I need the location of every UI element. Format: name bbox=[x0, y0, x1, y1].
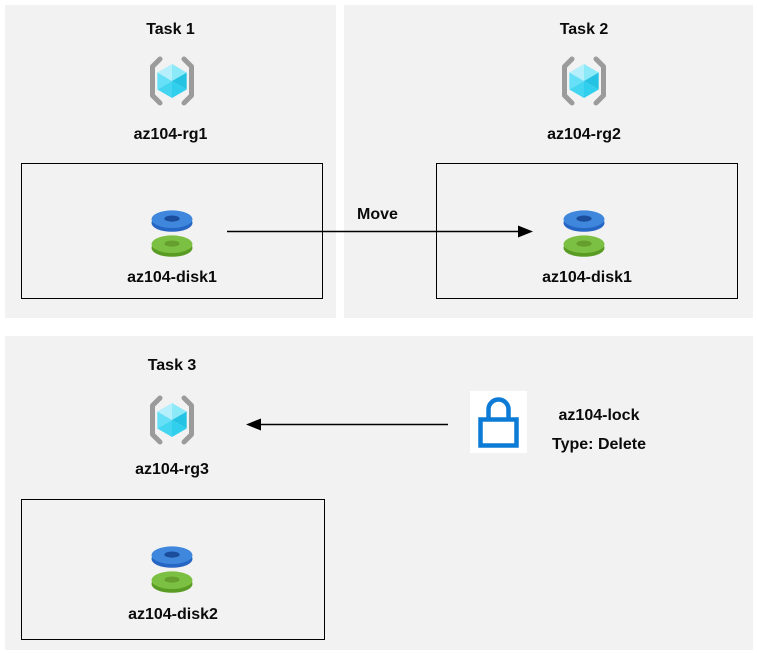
move-arrow-icon bbox=[227, 225, 533, 238]
lock-icon bbox=[470, 391, 527, 452]
move-arrow-label: Move bbox=[357, 206, 398, 223]
disk-icon bbox=[151, 546, 193, 593]
task1-disk-label: az104-disk1 bbox=[127, 269, 217, 286]
disk-icon bbox=[151, 210, 193, 257]
task1-title: Task 1 bbox=[146, 21, 195, 38]
task2-title: Task 2 bbox=[559, 21, 609, 38]
task2-resource-group-label: az104-rg2 bbox=[547, 126, 621, 143]
task3-title: Task 3 bbox=[147, 357, 197, 374]
task2-panel: Task 2 az104-rg2 az104-disk1 bbox=[344, 5, 753, 318]
task1-resource-group-label: az104-rg1 bbox=[133, 126, 208, 143]
resource-group-icon bbox=[143, 392, 201, 448]
task1-panel: Task 1 az104-rg1 az104-disk1 bbox=[5, 5, 336, 318]
lock-tile bbox=[470, 391, 527, 453]
task2-disk-label: az104-disk1 bbox=[542, 269, 632, 286]
task3-panel: Task 3 az104-rg3 az104-disk2 bbox=[5, 336, 753, 650]
lock-arrow-icon bbox=[246, 418, 448, 431]
disk-icon bbox=[563, 210, 605, 257]
lock-label-block: az104-lock Type: Delete bbox=[533, 401, 665, 459]
resource-group-icon bbox=[555, 53, 613, 109]
task3-disk-box bbox=[21, 499, 325, 640]
lock-name: az104-lock bbox=[558, 407, 640, 424]
lock-type: Type: Delete bbox=[552, 436, 646, 453]
resource-group-icon bbox=[143, 53, 201, 109]
task3-resource-group-label: az104-rg3 bbox=[135, 461, 209, 478]
task3-disk-label: az104-disk2 bbox=[128, 606, 218, 623]
